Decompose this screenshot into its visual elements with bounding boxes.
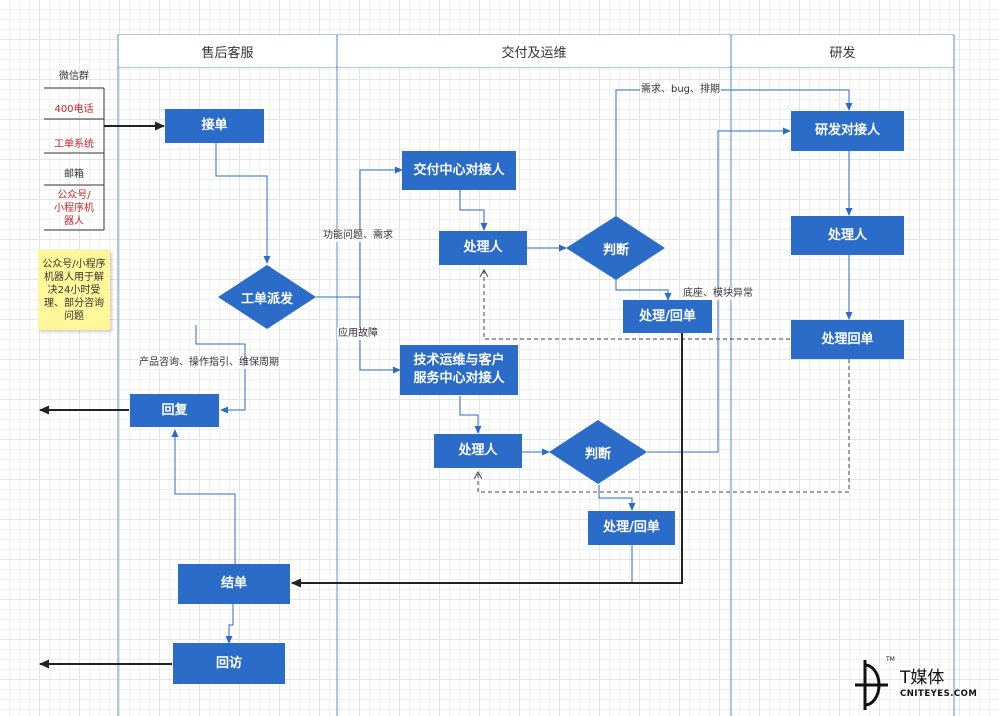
diamond-tech-judge — [549, 420, 647, 484]
edge-label-consult: 产品咨询、操作指引、维保周期 — [138, 357, 280, 369]
logo-text: T媒体 — [900, 668, 945, 688]
edge-tcontact-thandler — [459, 396, 482, 434]
node-delivery-judge-label: 判断 — [602, 242, 629, 258]
edge-close-reply — [171, 429, 236, 565]
logo: TM T媒体 CNITEYES.COM — [846, 656, 996, 714]
source-bot: 公众号/ 小程序机 器人 — [54, 189, 94, 227]
edge-tresolve-close — [291, 545, 633, 587]
node-reply: 回复 — [130, 394, 219, 427]
edge-label-feature-req: 功能问题、需求 — [322, 230, 394, 242]
node-delivery-handler: 处理人 — [439, 231, 527, 265]
node-tech-handler: 处理人 — [434, 434, 522, 468]
node-dispatch-label: 工单派发 — [240, 291, 293, 307]
node-tech-judge-label: 判断 — [584, 446, 611, 462]
node-receive: 接单 — [165, 109, 264, 143]
source-phone: 400电话 — [54, 103, 94, 115]
diamond-dispatch — [218, 265, 316, 329]
edge-rreply-thandler — [478, 359, 850, 493]
node-rnd-reply: 处理回单 — [791, 320, 904, 359]
edge-dresolve-close — [291, 332, 683, 588]
edge-dispatch-reply — [195, 325, 246, 414]
edge-receive-dispatch — [215, 143, 271, 264]
node-tech-resolve: 处理/回单 — [588, 511, 675, 545]
lane-header-rnd: 研发 — [732, 35, 953, 67]
diamond-delivery-judge — [566, 216, 665, 280]
source-ticket: 工单系统 — [54, 138, 94, 150]
edge-djudge-rnd — [615, 89, 853, 218]
node-rnd-handler: 处理人 — [791, 216, 904, 255]
logo-subtext: CNITEYES.COM — [900, 689, 978, 699]
edge-close-revisit — [225, 604, 234, 644]
sticky-note: 公众号/小程序机器人用于解决24小时受理、部分咨询问题 — [38, 250, 110, 330]
node-close: 结单 — [178, 564, 290, 604]
source-wechat: 微信群 — [59, 70, 89, 82]
node-tech-contact: 技术运维与客户服务中心对接人 — [400, 345, 518, 395]
edge-label-base-fault: 底座、模块异常 — [682, 288, 754, 300]
source-bracket — [44, 87, 105, 231]
edge-tjudge-tresolve — [598, 485, 636, 511]
edge-label-app-fault: 应用故障 — [337, 328, 379, 340]
edge-rreply-dhandler — [484, 270, 790, 340]
edge-dcontact-dhandler — [459, 190, 488, 231]
logo-tm: TM — [886, 656, 895, 663]
node-delivery-resolve: 处理/回单 — [623, 300, 712, 333]
node-revisit: 回访 — [173, 643, 285, 684]
edge-label-req-bug: 需求、bug、排期 — [640, 84, 722, 96]
lane-header-delivery-ops: 交付及运维 — [338, 35, 730, 67]
node-rnd-contact: 研发对接人 — [791, 111, 904, 151]
node-delivery-contact: 交付中心对接人 — [402, 151, 516, 190]
edge-djudge-dresolve — [615, 279, 672, 301]
source-email: 邮箱 — [64, 168, 84, 180]
lane-header-customer-service: 售后客服 — [119, 35, 336, 67]
logo-mark — [855, 660, 888, 710]
